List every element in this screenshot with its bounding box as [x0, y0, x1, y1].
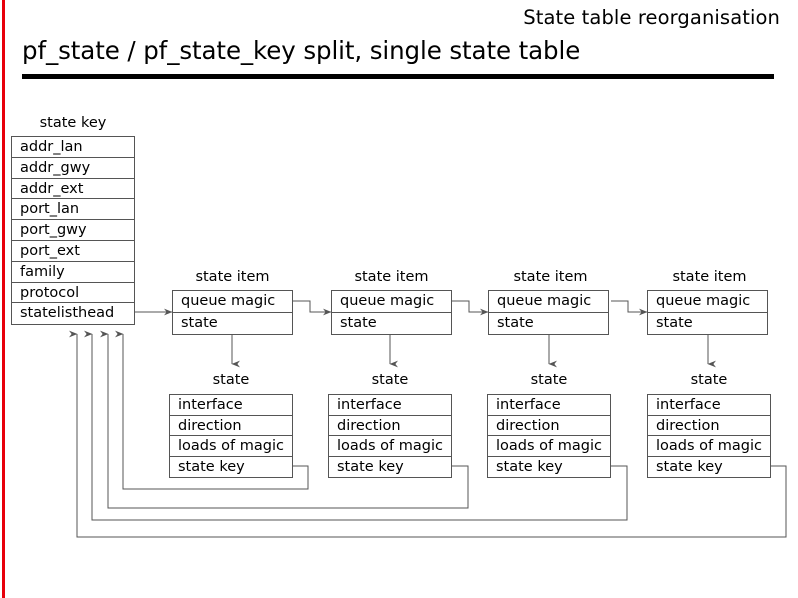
state-key-field-port-ext: port_ext	[12, 241, 134, 262]
slide-header: State table reorganisation pf_state / pf…	[0, 0, 798, 86]
state-caption-2: state	[371, 372, 409, 388]
state-key-caption: state key	[39, 115, 107, 131]
state-field-loads-of-magic: loads of magic	[329, 436, 451, 457]
state-key-field-port-lan: port_lan	[12, 199, 134, 221]
state-field-interface: interface	[488, 395, 610, 416]
state-field-direction: direction	[170, 416, 292, 437]
state-field-direction: direction	[329, 416, 451, 437]
state-struct-4: interface direction loads of magic state…	[647, 394, 771, 479]
state-item-field-queue-magic: queue magic	[648, 291, 767, 313]
state-item-caption-4: state item	[672, 269, 747, 285]
slide-kicker: State table reorganisation	[523, 6, 780, 29]
state-item-field-state: state	[656, 314, 693, 331]
state-caption-4: state	[690, 372, 728, 388]
state-item-struct-4: queue magic state	[647, 290, 768, 335]
state-field-direction: direction	[648, 416, 770, 437]
title-underline	[22, 74, 774, 79]
state-key-field-statelisthead: statelisthead	[20, 305, 115, 322]
state-key-field-port-gwy: port_gwy	[12, 220, 134, 241]
state-field-interface: interface	[170, 395, 292, 416]
state-key-field-addr-gwy: addr_gwy	[12, 158, 134, 179]
state-struct-2: interface direction loads of magic state…	[328, 394, 452, 479]
state-key-field-protocol: protocol	[12, 283, 134, 304]
state-item-caption-3: state item	[513, 269, 588, 285]
state-item-field-queue-magic: queue magic	[332, 291, 451, 313]
state-field-state-key: state key	[496, 458, 563, 475]
state-field-interface: interface	[648, 395, 770, 416]
state-item-struct-2: queue magic state	[331, 290, 452, 335]
state-item-struct-1: queue magic state	[172, 290, 293, 335]
state-field-direction: direction	[488, 416, 610, 437]
state-field-loads-of-magic: loads of magic	[488, 436, 610, 457]
state-key-field-family: family	[12, 262, 134, 283]
state-field-state-key: state key	[337, 458, 404, 475]
state-field-interface: interface	[329, 395, 451, 416]
state-item-field-queue-magic: queue magic	[489, 291, 608, 313]
state-key-field-addr-lan: addr_lan	[12, 137, 134, 158]
page-title: pf_state / pf_state_key split, single st…	[22, 36, 581, 65]
state-item-caption-2: state item	[354, 269, 429, 285]
state-item-caption-1: state item	[195, 269, 270, 285]
state-item-field-state: state	[340, 314, 377, 331]
state-item-field-queue-magic: queue magic	[173, 291, 292, 313]
state-field-state-key: state key	[656, 458, 723, 475]
state-field-loads-of-magic: loads of magic	[648, 436, 770, 457]
slide-accent-rule	[2, 0, 5, 598]
state-struct-1: interface direction loads of magic state…	[169, 394, 293, 479]
state-key-field-addr-ext: addr_ext	[12, 179, 134, 200]
state-item-struct-3: queue magic state	[488, 290, 609, 335]
state-item-field-state: state	[181, 314, 218, 331]
state-item-field-state: state	[497, 314, 534, 331]
state-key-struct: addr_lan addr_gwy addr_ext port_lan port…	[11, 136, 135, 326]
state-struct-3: interface direction loads of magic state…	[487, 394, 611, 479]
state-field-state-key: state key	[178, 458, 245, 475]
state-field-loads-of-magic: loads of magic	[170, 436, 292, 457]
state-caption-3: state	[530, 372, 568, 388]
state-caption-1: state	[212, 372, 250, 388]
